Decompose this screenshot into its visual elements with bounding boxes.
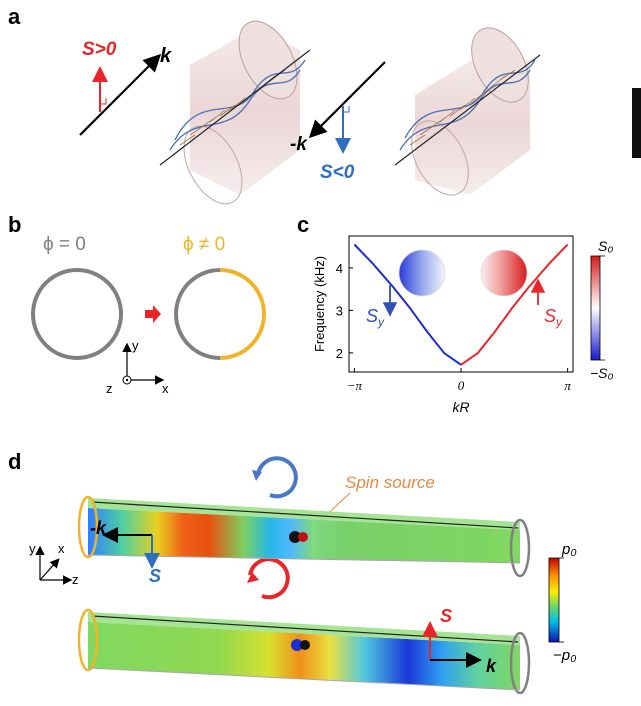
k-positive-label-d: k (486, 656, 497, 676)
edge-bar (632, 88, 641, 158)
pressure-colorbar (548, 557, 560, 643)
spin-source-label: Spin source (345, 473, 435, 492)
waveguide-bottom (77, 608, 531, 695)
y-tick-label: 4 (336, 261, 343, 276)
y-tick-label: 2 (336, 346, 343, 361)
k-negative-label-d: -k (90, 518, 107, 538)
k-negative-arrow (308, 61, 386, 139)
phi-nonzero-label: ϕ ≠ 0 (183, 234, 225, 255)
ring-phi-nonzero-gold-arc (219, 268, 266, 360)
k-positive-arrow (79, 53, 162, 136)
k-negative-label: -k (290, 134, 308, 155)
dispersion-curve-positive-k (460, 243, 569, 366)
waveguide-top (77, 495, 531, 578)
axis-x-b: x (162, 381, 169, 396)
ring-phi-nonzero-gray-arc (174, 268, 221, 360)
spin-positive-label: S>0 (82, 39, 117, 60)
axis-x-d: x (58, 541, 65, 556)
rotation-arrow-red (248, 557, 290, 600)
right-angle-mark-2 (343, 106, 350, 113)
y-tick-label: 3 (336, 303, 343, 318)
spin-label-top: S (149, 566, 161, 586)
axis-z-b: z (106, 381, 113, 396)
x-axis-label: kR (452, 399, 469, 415)
dispersion-curve-negative-k (353, 243, 462, 366)
k-positive-label: k (160, 45, 172, 67)
plot-frame (348, 235, 574, 373)
panel-b-label: b (8, 212, 21, 237)
spin-label-bottom: S (440, 606, 452, 626)
sy-left-label: Sy (366, 306, 385, 329)
helical-cylinder-negative (394, 27, 541, 196)
spin-colorbar (590, 255, 601, 361)
mode-disc-red (480, 249, 528, 297)
helical-cylinder-positive (159, 20, 311, 205)
panel-d-label: d (8, 449, 21, 474)
spin-colorbar-bottom: −S₀ (590, 365, 614, 381)
axes-b (122, 342, 165, 385)
x-tick-label: −π (347, 378, 363, 393)
panel-c-label: c (297, 212, 309, 237)
axis-y-b: y (132, 338, 139, 353)
transition-arrow (145, 305, 161, 323)
ring-phi-zero (31, 268, 123, 360)
axes-d (35, 545, 73, 585)
axis-y-d: y (29, 541, 36, 556)
x-tick-label: π (564, 378, 571, 393)
pressure-colorbar-top: p₀ (561, 541, 577, 558)
phi-zero-label: ϕ = 0 (43, 234, 86, 255)
pressure-colorbar-bottom: −p₀ (553, 647, 576, 664)
x-tick-label: 0 (458, 378, 465, 393)
panel-a-label: a (8, 4, 21, 29)
rotation-arrow-blue (256, 456, 298, 499)
sy-right-label: Sy (544, 306, 563, 329)
spin-negative-label: S<0 (320, 162, 355, 183)
spin-colorbar-top: S₀ (598, 238, 613, 254)
right-angle-mark (100, 98, 107, 105)
axis-z-d: z (72, 572, 79, 587)
y-axis-label: Frequency (kHz) (312, 256, 327, 352)
mode-disc-blue (398, 249, 446, 297)
dispersion-chart: 2 3 4 −π 0 π Frequency (kHz) kR (312, 235, 574, 415)
